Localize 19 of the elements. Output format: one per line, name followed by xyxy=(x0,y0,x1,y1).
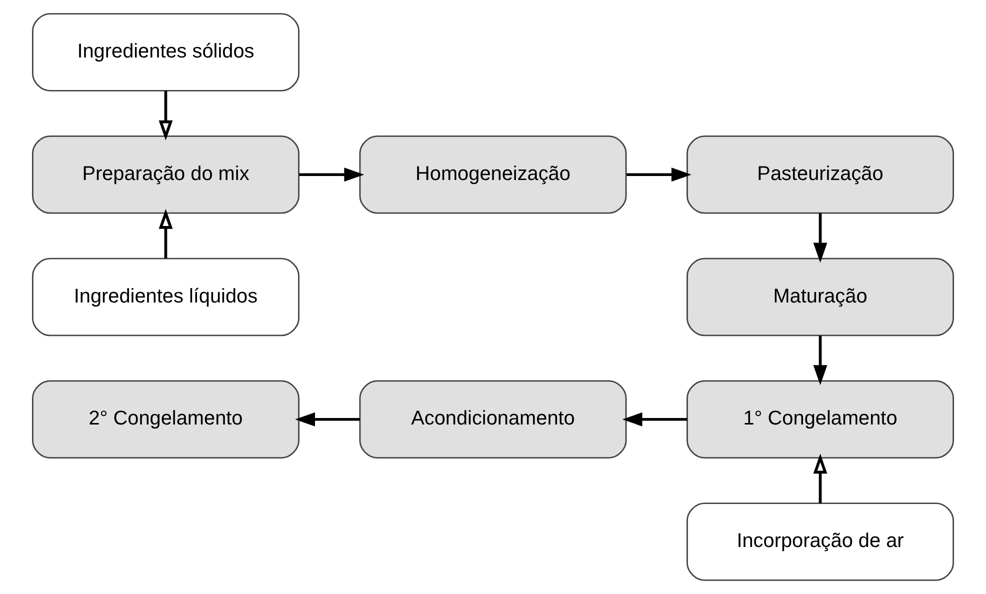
arrow xyxy=(626,168,692,182)
node-box: 2° Congelamento xyxy=(32,380,300,458)
arrow xyxy=(158,90,173,140)
node-box: Incorporação de ar xyxy=(686,502,954,581)
node-box: Pasteurização xyxy=(686,136,954,214)
node-box: 1° Congelamento xyxy=(686,380,954,458)
arrow xyxy=(813,336,828,386)
arrow xyxy=(158,208,173,258)
arrow xyxy=(813,213,828,263)
arrow xyxy=(299,168,364,182)
node-box: Ingredientes sólidos xyxy=(32,13,300,92)
node-box: Maturação xyxy=(686,258,954,336)
arrow xyxy=(813,454,828,504)
arrow xyxy=(622,412,688,426)
arrow xyxy=(295,412,360,426)
node-box: Acondicionamento xyxy=(359,380,627,458)
node-box: Preparação do mix xyxy=(32,136,300,214)
node-box: Homogeneização xyxy=(359,136,627,214)
node-box: Ingredientes líquidos xyxy=(32,258,300,336)
